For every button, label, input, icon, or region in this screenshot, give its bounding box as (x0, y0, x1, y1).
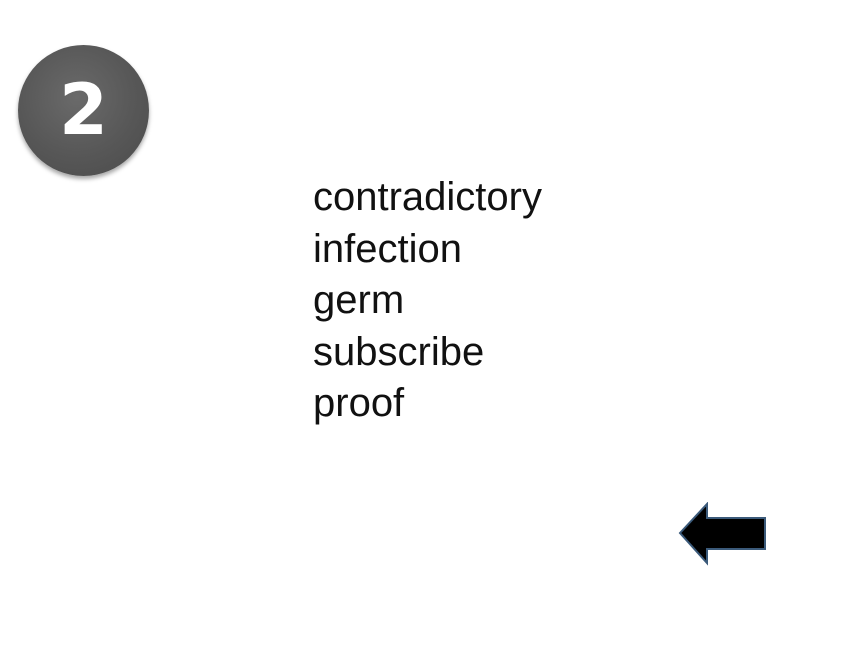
left-arrow-icon (678, 501, 766, 566)
word-item: subscribe (313, 329, 485, 374)
word-item: proof (313, 381, 405, 425)
word-list: contradictory infection germ subscribe p… (313, 172, 542, 430)
word-item: germ (313, 278, 405, 322)
slide-number: 2 (59, 68, 108, 151)
back-button[interactable] (678, 501, 768, 566)
word-item: contradictory (313, 175, 542, 219)
slide-number-badge: 2 (18, 45, 149, 176)
word-item: infection (313, 226, 462, 271)
